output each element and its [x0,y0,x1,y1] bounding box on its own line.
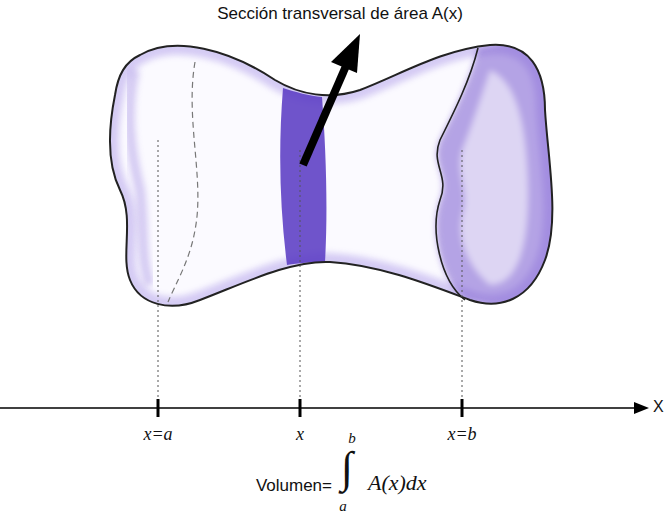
solid-outline [110,45,552,306]
axis-point-label: x [296,424,304,445]
axis-point-label: x=a [143,424,172,445]
formula-integrand: A(x)dx [368,470,427,495]
integral-sign: ∫ [341,446,353,490]
solid-shading [110,30,560,320]
end-face-outline [436,48,478,300]
callout-arrow [303,34,360,165]
integral-limit: b [348,430,356,447]
x-axis [0,399,649,417]
formula-text: Volumen= [256,476,332,496]
cross-section [280,88,326,265]
solid-body [110,45,552,306]
axis-name: X [653,398,664,416]
hidden-contour [168,62,198,302]
guide-lines [158,140,462,398]
axis-point-label: x=b [447,424,476,445]
integral-limit: a [339,498,347,515]
callout-label: Sección transversal de área A(x) [217,4,463,24]
